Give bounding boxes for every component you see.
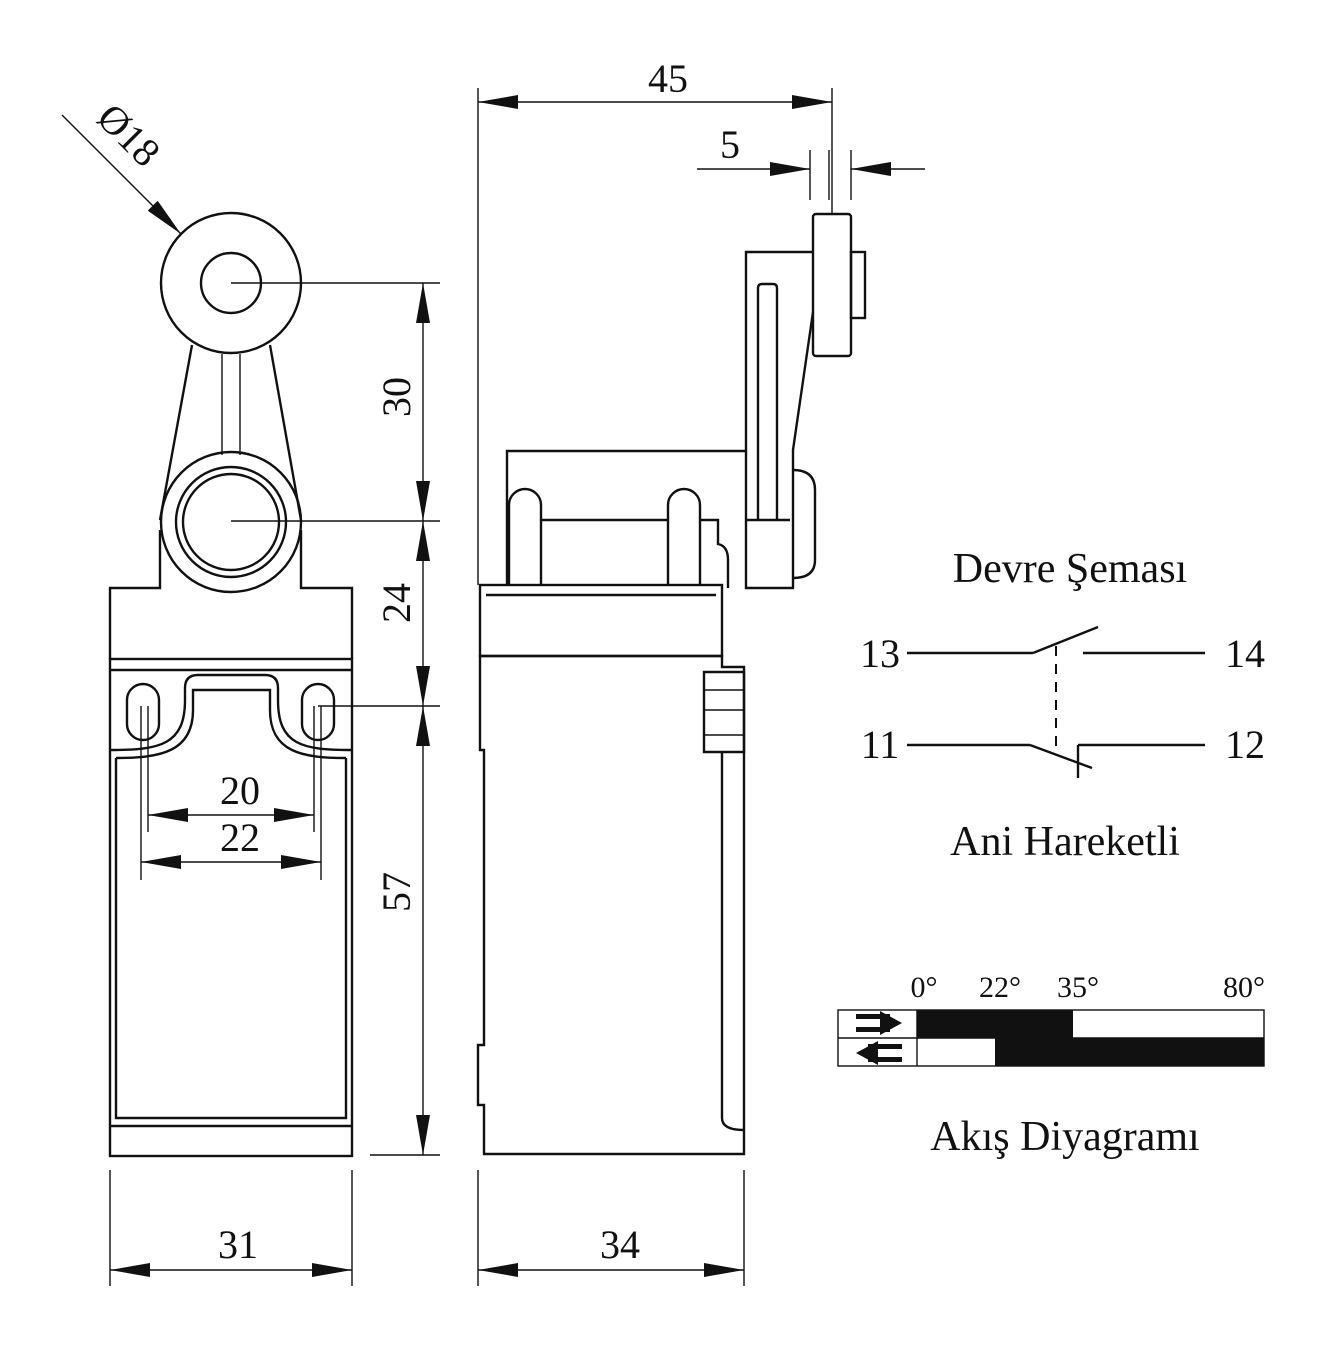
lever-rib bbox=[221, 354, 241, 455]
terminal-11-label: 11 bbox=[861, 722, 900, 767]
flow-angle-label: 80° bbox=[1223, 971, 1265, 1004]
side-post-right-cap bbox=[700, 518, 730, 588]
flow-closed-bar-2 bbox=[995, 1038, 1264, 1066]
switch-head bbox=[108, 530, 354, 659]
side-cover-clip bbox=[702, 670, 746, 754]
contact-nc-blade bbox=[1029, 743, 1093, 770]
side-pivot-bolt bbox=[792, 468, 817, 580]
side-view: 45 5 34 bbox=[476, 56, 925, 1286]
diameter-leader bbox=[61, 114, 182, 235]
total-depth-label: 45 bbox=[648, 56, 688, 101]
left-arrow-icon bbox=[856, 1041, 902, 1065]
flow-angle-label: 35° bbox=[1057, 971, 1099, 1004]
flow-diagram: 0° 22° 35° 80° Akış Diyagramı bbox=[837, 971, 1266, 1160]
mount-to-bottom-label: 57 bbox=[374, 872, 419, 912]
side-post-left bbox=[507, 487, 543, 585]
side-head bbox=[478, 583, 724, 658]
circuit-diagram: Devre Şeması 13 14 11 12 Ani Hareketli bbox=[860, 546, 1265, 865]
roller-diameter-label: Ø18 bbox=[89, 95, 170, 176]
side-lever-slot bbox=[756, 282, 779, 520]
side-cover-edge bbox=[720, 752, 745, 1132]
pivot-inner bbox=[181, 472, 281, 572]
hole-spacing-inner-label: 20 bbox=[220, 768, 260, 813]
body-depth-label: 34 bbox=[600, 1222, 640, 1267]
switch-body bbox=[108, 657, 354, 1158]
flow-bars bbox=[917, 1010, 1264, 1066]
side-lever-back bbox=[791, 311, 815, 588]
contact-no-blade bbox=[1032, 625, 1099, 655]
flow-title: Akış Diyagramı bbox=[930, 1114, 1199, 1160]
side-top-frame bbox=[505, 449, 746, 585]
flow-angle-label: 22° bbox=[979, 971, 1021, 1004]
mounting-cutout bbox=[109, 673, 353, 752]
pivot-outer bbox=[159, 450, 303, 594]
side-post-right bbox=[666, 487, 702, 585]
terminal-12-label: 12 bbox=[1225, 722, 1265, 767]
side-body bbox=[476, 654, 746, 1156]
circuit-subtitle: Ani Hareketli bbox=[950, 819, 1180, 865]
mounting-hole-right bbox=[300, 682, 336, 742]
flow-angle-labels: 0° 22° 35° 80° bbox=[911, 971, 1266, 1004]
flow-angle-label: 0° bbox=[911, 971, 938, 1004]
front-view: Ø18 30 24 57 20 22 31 bbox=[61, 95, 440, 1286]
side-roller bbox=[811, 212, 853, 358]
right-arrow-icon bbox=[856, 1011, 902, 1035]
lever-arm-left bbox=[158, 344, 194, 521]
lever-arm-right bbox=[268, 344, 303, 521]
pivot-to-mount-label: 24 bbox=[374, 583, 419, 623]
pivot-ring bbox=[174, 465, 288, 579]
body-width-label: 31 bbox=[218, 1222, 258, 1267]
cover-outline bbox=[114, 688, 348, 1120]
side-lever bbox=[744, 250, 813, 590]
circuit-title: Devre Şeması bbox=[953, 546, 1187, 592]
side-roller-axle bbox=[849, 250, 867, 320]
lever-length-label: 30 bbox=[374, 377, 419, 417]
hole-spacing-outer-label: 22 bbox=[220, 815, 260, 860]
terminal-13-label: 13 bbox=[860, 631, 900, 676]
roller-width-label: 5 bbox=[720, 122, 740, 167]
mounting-hole-left bbox=[125, 682, 161, 742]
terminal-14-label: 14 bbox=[1225, 631, 1265, 676]
flow-closed-bar-1 bbox=[917, 1010, 1073, 1038]
